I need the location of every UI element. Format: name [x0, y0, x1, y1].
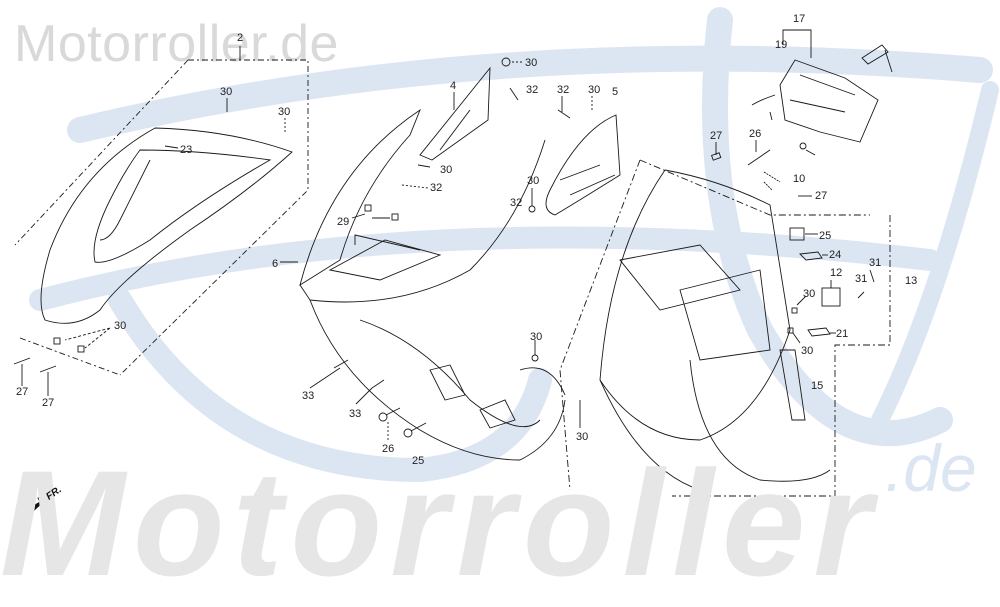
callout-32: 32 [557, 84, 570, 96]
callout-23: 23 [180, 144, 193, 156]
leader-33b [355, 387, 373, 405]
windscreen-frame [14, 59, 309, 376]
callout-29: 29 [337, 216, 350, 228]
callout-31: 31 [869, 257, 882, 269]
callout-30: 30 [576, 431, 589, 443]
callout-13: 13 [905, 275, 918, 287]
part-25 [789, 227, 805, 241]
part-21 [807, 327, 831, 337]
callout-6: 6 [272, 258, 279, 270]
callout-30: 30 [803, 288, 816, 300]
callout-27: 27 [42, 397, 55, 409]
leader-17 [782, 29, 812, 58]
callout-30: 30 [801, 345, 814, 357]
callout-25: 25 [819, 230, 832, 242]
callout-4: 4 [450, 80, 457, 92]
callout-2: 2 [237, 32, 244, 44]
callout-12: 12 [830, 267, 843, 279]
leader-33a [309, 367, 341, 389]
part-12 [821, 287, 841, 307]
callout-26: 26 [382, 443, 395, 455]
inner-cover-4 [419, 66, 491, 161]
parts-diagram: Motorroller.de .de [0, 7, 999, 598]
part-24 [799, 251, 823, 261]
callout-24: 24 [829, 249, 842, 261]
callout-30: 30 [440, 164, 453, 176]
windscreen-panel [40, 127, 293, 324]
leader-30c [64, 327, 111, 349]
callout-27: 27 [710, 130, 723, 142]
side-cover-5 [545, 114, 621, 216]
leader-29 [351, 213, 390, 219]
callout-33: 33 [349, 408, 362, 420]
leader-30f [417, 164, 431, 168]
key-cylinder [861, 44, 889, 65]
diagram-drawing [13, 7, 999, 515]
callout-15: 15 [811, 380, 824, 392]
callout-30: 30 [278, 106, 291, 118]
callout-30: 30 [588, 84, 601, 96]
callout-32: 32 [430, 182, 443, 194]
callout-5: 5 [612, 86, 619, 98]
callout-10: 10 [793, 173, 806, 185]
watermark-top: Motorroller.de [14, 15, 339, 73]
watermark-bottom: Motorroller [0, 439, 880, 607]
callout-26: 26 [749, 128, 762, 140]
screw-31 [857, 269, 875, 299]
callout-27: 27 [16, 386, 29, 398]
frame-13 [672, 215, 891, 497]
inner-compartment [559, 159, 870, 491]
callout-30: 30 [525, 57, 538, 69]
front-panel [299, 108, 566, 461]
watermark-swoosh [29, 7, 999, 483]
callout-30: 30 [220, 86, 233, 98]
leader-23 [164, 145, 179, 149]
callout-30: 30 [530, 331, 543, 343]
front-arrow-icon [25, 496, 51, 515]
callout-33: 33 [302, 390, 315, 402]
callout-30: 30 [527, 175, 540, 187]
callout-30: 30 [114, 320, 127, 332]
callout-32: 32 [526, 84, 539, 96]
callout-17: 17 [793, 13, 806, 25]
callout-25: 25 [412, 455, 425, 467]
rack-17 [751, 59, 879, 143]
callout-31: 31 [855, 273, 868, 285]
callout-32: 32 [510, 197, 523, 209]
callout-27: 27 [815, 190, 828, 202]
callout-19: 19 [775, 39, 788, 51]
callout-21: 21 [836, 328, 849, 340]
